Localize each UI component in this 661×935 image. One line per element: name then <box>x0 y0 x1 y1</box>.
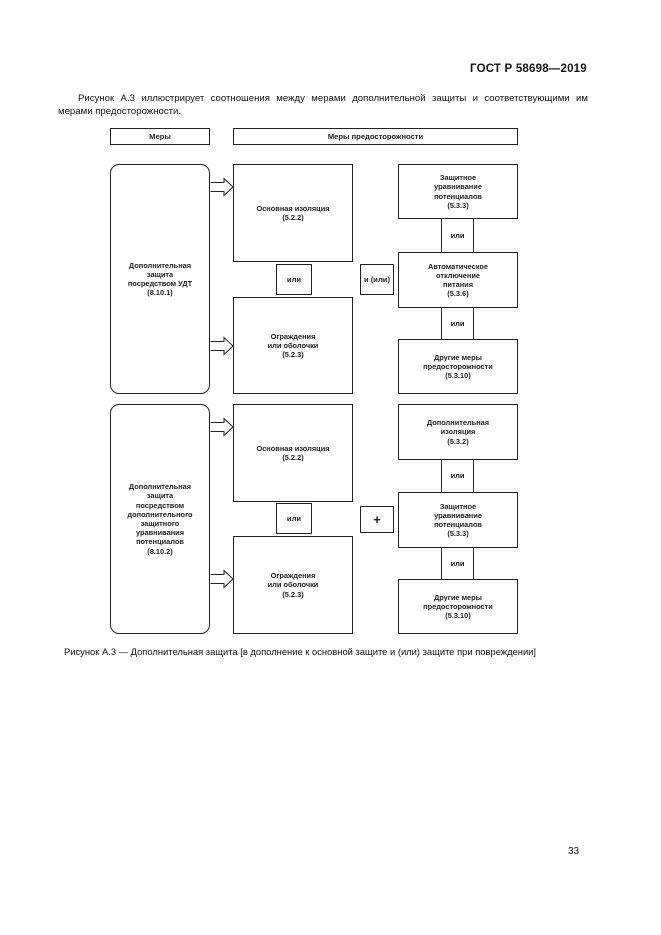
group2-or-2: или <box>450 559 465 568</box>
arrow-group2-top-icon <box>210 417 234 437</box>
intro-paragraph: Рисунок А.3 иллюстрирует соотношения меж… <box>58 93 588 117</box>
group2-plus: + <box>360 506 394 533</box>
group2-connector-1b <box>473 460 474 492</box>
group1-equipotential-bonding: Защитное уравнивание потенциалов (5.3.3) <box>398 164 518 219</box>
document-code: ГОСТ Р 58698—2019 <box>470 63 587 75</box>
arrow-group1-top-icon <box>210 177 234 197</box>
group2-connector-1a <box>441 460 442 492</box>
page-number: 33 <box>568 846 580 857</box>
group1-connector-1b <box>473 219 474 252</box>
group1-automatic-disconnection: Автоматическое отключение питания (5.3.6… <box>398 252 518 308</box>
group2-supplementary-insulation: Дополнительная изоляция (5.3.2) <box>398 404 518 460</box>
header-measures: Меры <box>110 128 210 145</box>
group2-barriers-enclosures: Ограждения или оболочки (5.2.3) <box>233 536 353 634</box>
group1-measure-rcd: Дополнительная защита посредством УДТ (8… <box>110 164 210 394</box>
group1-connector-2b <box>473 308 474 339</box>
arrow-group1-bottom-icon <box>210 336 234 356</box>
header-precautions: Меры предосторожности <box>233 128 518 145</box>
group2-basic-insulation: Основная изоляция (5.2.2) <box>233 404 353 502</box>
group2-or-1: или <box>450 471 465 480</box>
arrow-group2-bottom-icon <box>210 569 234 589</box>
group1-and-or: и (или) <box>360 264 394 295</box>
group1-basic-insulation: Основная изоляция (5.2.2) <box>233 164 353 262</box>
group1-connector-1a <box>441 219 442 252</box>
group1-or-left: или <box>276 264 312 295</box>
group2-other-precautions: Другие меры предосторожности (5.3.10) <box>398 579 518 634</box>
group2-connector-2b <box>473 548 474 579</box>
group2-equipotential-bonding: Защитное уравнивание потенциалов (5.3.3) <box>398 492 518 548</box>
group1-or-1: или <box>450 231 465 240</box>
figure-caption: Рисунок А.3 — Дополнительная защита [в д… <box>64 646 537 657</box>
group2-or-left: или <box>276 503 312 534</box>
group1-or-2: или <box>450 319 465 328</box>
group1-connector-2a <box>441 308 442 339</box>
group1-barriers-enclosures: Ограждения или оболочки (5.2.3) <box>233 297 353 394</box>
group2-measure-supplementary-bonding: Дополнительная защита посредством дополн… <box>110 404 210 634</box>
group1-other-precautions: Другие меры предосторожности (5.3.10) <box>398 339 518 394</box>
group2-connector-2a <box>441 548 442 579</box>
